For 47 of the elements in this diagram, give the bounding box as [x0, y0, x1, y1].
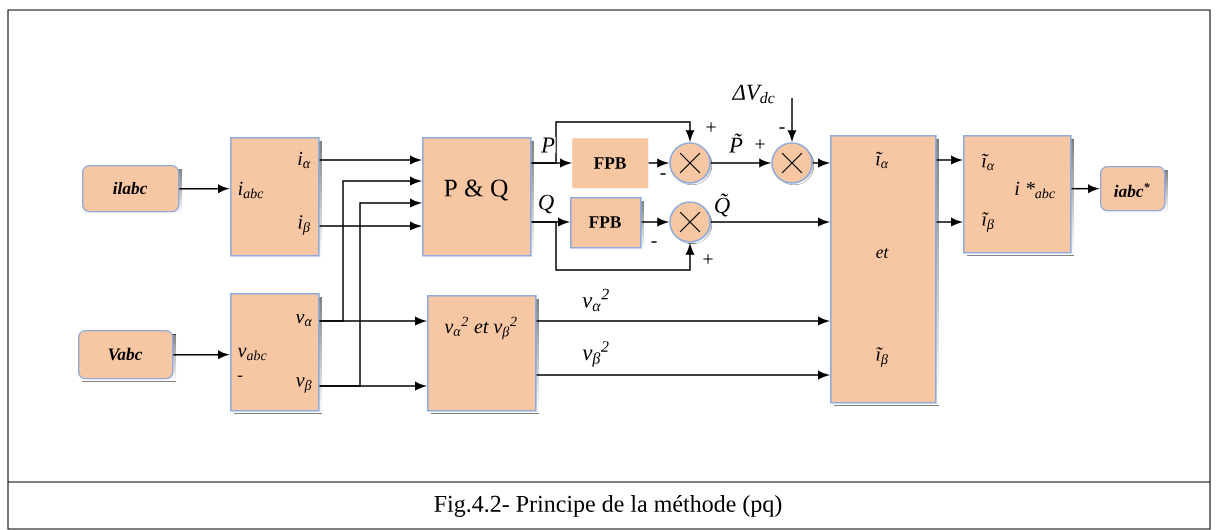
arrow [935, 155, 961, 165]
arrow [318, 221, 420, 231]
arrow [640, 217, 668, 227]
caption: Fig.4.2- Principe de la méthode (pq) [434, 495, 782, 517]
sign-label: - [779, 127, 785, 129]
arrow [1070, 184, 1098, 193]
arrow [318, 381, 425, 391]
edge-label: v$_{α}$2 [581, 288, 611, 312]
sign-label: + [703, 254, 713, 264]
arrow [710, 217, 828, 227]
arrow [318, 316, 425, 326]
arrow [535, 316, 828, 326]
filter-box: FPB [572, 138, 649, 189]
arrow [172, 350, 228, 359]
sign-label: + [706, 122, 716, 132]
arrow [935, 217, 961, 227]
arrow [530, 221, 695, 271]
arrow [787, 97, 797, 140]
multiplier-circle [669, 142, 712, 185]
calculation-box: P & Q [422, 137, 534, 259]
calculation-box: ĩ$_{α}$ et ĩ$_{β}$ [830, 135, 939, 406]
transform-box: v$_{abc}$ - v$_{α}$ v$_{β}$ [230, 293, 322, 414]
transform-box: ĩ$_{α}$ ĩ$_{β}$ i *$_{abc}$ [963, 135, 1074, 256]
sign-label: - [651, 241, 657, 243]
sign-label: - [660, 173, 666, 175]
edge-label: Q [537, 194, 555, 214]
arrow [530, 121, 695, 164]
edge-label: P̃ [728, 132, 744, 154]
arrow [647, 158, 668, 168]
output-box: iabc$^{*}$ [1100, 166, 1168, 214]
arrow [535, 370, 828, 380]
input-box: Vabc [78, 330, 176, 382]
arrow [318, 155, 420, 165]
input-box: ilabc [82, 165, 182, 215]
edge-label: Q̃ [713, 192, 731, 218]
filter-box: FPB [570, 197, 644, 251]
sign-label: + [755, 139, 765, 149]
edge-label: P [540, 136, 556, 154]
transform-box: i$_{abc}$ i$_{α}$ i$_{β}$ [230, 137, 322, 259]
multiplier-circle [771, 142, 814, 185]
arrow [178, 184, 228, 193]
square-box: v$_{α}$$^{2}$ et v$_{β}$2 [427, 295, 539, 414]
edge-label: ΔV$_{dc}$ [731, 84, 777, 104]
edge-label: v$_{β}$2 [581, 340, 611, 368]
arrow [710, 158, 769, 168]
multiplier-circle [669, 201, 712, 244]
arrow [812, 158, 828, 168]
